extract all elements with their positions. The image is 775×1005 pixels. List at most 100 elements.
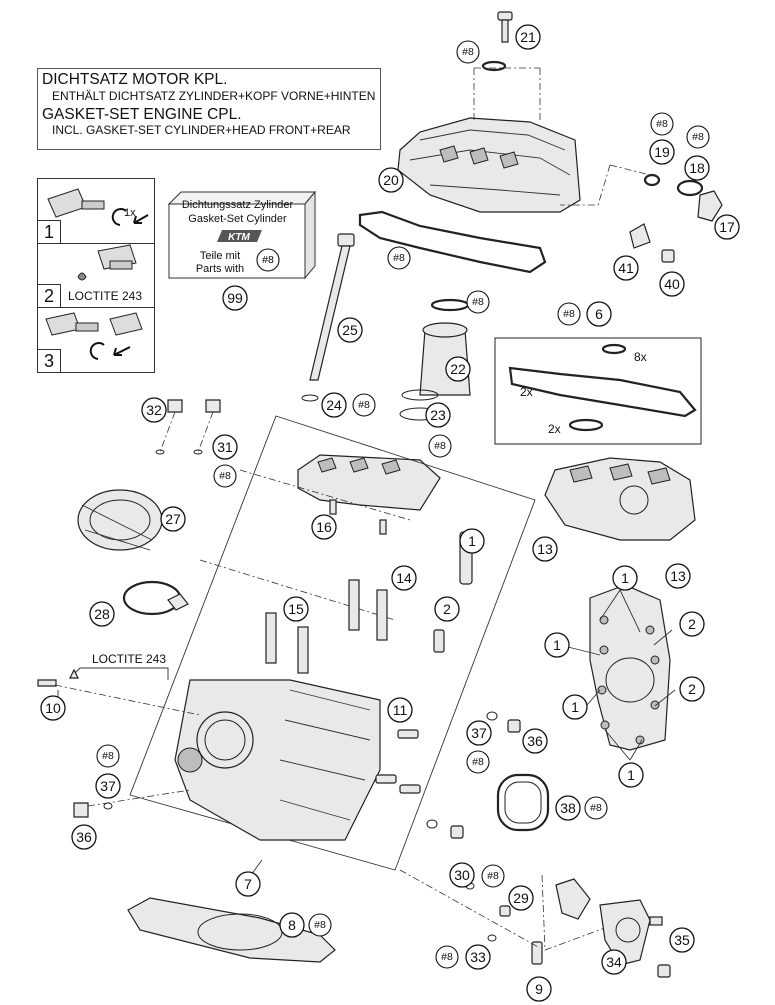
callout-38[interactable]: 38	[555, 795, 581, 821]
callout-7[interactable]: 7	[235, 871, 261, 897]
callout-23[interactable]: 23	[425, 402, 451, 428]
kit-ref-l[interactable]: #8	[584, 796, 608, 820]
loctite-label: LOCTITE 243	[92, 652, 166, 666]
qty-8x: 8x	[634, 350, 647, 364]
kit-ref-d[interactable]: #8	[387, 246, 411, 270]
callout-1a[interactable]: 1	[459, 528, 485, 554]
kit-ref-m[interactable]: #8	[481, 864, 505, 888]
svg-text:#8: #8	[656, 118, 668, 130]
svg-text:7: 7	[244, 876, 252, 892]
callout-9[interactable]: 9	[526, 976, 552, 1002]
svg-text:23: 23	[430, 407, 446, 423]
callout-1c[interactable]: 1	[544, 632, 570, 658]
callout-1b[interactable]: 1	[612, 565, 638, 591]
svg-text:16: 16	[316, 519, 332, 535]
callout-13b[interactable]: 13	[665, 563, 691, 589]
svg-text:40: 40	[664, 276, 680, 292]
callout-22[interactable]: 22	[445, 356, 471, 382]
kit-ref-f[interactable]: #8	[557, 302, 581, 326]
step-1-illustration	[47, 188, 149, 226]
callout-35[interactable]: 35	[669, 927, 695, 953]
callout-15[interactable]: 15	[283, 596, 309, 622]
qty-2x-gasket: 2x	[520, 385, 533, 399]
kit-ref-e[interactable]: #8	[466, 290, 490, 314]
callout-21[interactable]: 21	[515, 24, 541, 50]
svg-text:1: 1	[621, 570, 629, 586]
callout-30[interactable]: 30	[449, 862, 475, 888]
callout-2b[interactable]: 2	[679, 611, 705, 637]
callout-99[interactable]: 99	[222, 285, 248, 311]
callout-16[interactable]: 16	[311, 514, 337, 540]
callout-8[interactable]: 8	[279, 912, 305, 938]
callout-32[interactable]: 32	[141, 397, 167, 423]
svg-text:#8: #8	[692, 131, 704, 143]
kit-ref-n[interactable]: #8	[308, 913, 332, 937]
svg-text:6: 6	[595, 306, 603, 322]
rotate-arrow-icon	[89, 342, 105, 360]
title-de-main: DICHTSATZ MOTOR KPL.	[42, 71, 228, 88]
svg-text:#8: #8	[472, 756, 484, 768]
callout-18[interactable]: 18	[684, 155, 710, 181]
arrow-icon	[133, 214, 149, 224]
svg-text:#8: #8	[393, 252, 405, 264]
callout-37b[interactable]: 37	[95, 773, 121, 799]
callout-13a[interactable]: 13	[532, 536, 558, 562]
svg-text:2: 2	[688, 681, 696, 697]
callout-2c[interactable]: 2	[679, 676, 705, 702]
kit-ref-box[interactable]: #8	[255, 247, 281, 273]
callout-17[interactable]: 17	[714, 214, 740, 240]
svg-text:29: 29	[513, 890, 529, 906]
ktm-logo-icon: KTM	[217, 230, 262, 243]
callout-2a[interactable]: 2	[434, 596, 460, 622]
callout-25[interactable]: 25	[337, 317, 363, 343]
intake-flange	[77, 489, 189, 616]
callout-24[interactable]: 24	[321, 392, 347, 418]
step-2-illustration	[77, 244, 137, 281]
callout-34[interactable]: 34	[601, 949, 627, 975]
svg-text:13: 13	[537, 541, 553, 557]
callout-20[interactable]: 20	[378, 167, 404, 193]
title-en-sub: INCL. GASKET-SET CYLINDER+HEAD FRONT+REA…	[52, 123, 351, 137]
svg-text:15: 15	[288, 601, 304, 617]
kit-ref-h[interactable]: #8	[428, 434, 452, 458]
svg-text:#8: #8	[102, 750, 114, 762]
svg-text:18: 18	[689, 160, 705, 176]
callout-29[interactable]: 29	[508, 885, 534, 911]
callout-1d[interactable]: 1	[562, 694, 588, 720]
kit-ref-o[interactable]: #8	[435, 945, 459, 969]
svg-text:17: 17	[719, 219, 735, 235]
camshaft-carrier	[297, 454, 441, 535]
svg-text:20: 20	[383, 172, 399, 188]
callout-40[interactable]: 40	[659, 271, 685, 297]
callout-37a[interactable]: 37	[466, 720, 492, 746]
callout-27[interactable]: 27	[160, 506, 186, 532]
kit-ref-j[interactable]: #8	[466, 750, 490, 774]
callout-1e[interactable]: 1	[618, 762, 644, 788]
callout-28[interactable]: 28	[89, 601, 115, 627]
callout-6[interactable]: 6	[586, 301, 612, 327]
callout-36b[interactable]: 36	[71, 824, 97, 850]
assembly-steps-panel: 1x 1 LOCTITE 243 2 3	[37, 178, 155, 373]
kit-ref-a[interactable]: #8	[456, 40, 480, 64]
kit-ref-k[interactable]: #8	[96, 744, 120, 768]
kit-ref-c[interactable]: #8	[686, 125, 710, 149]
svg-text:9: 9	[535, 981, 543, 997]
svg-text:#8: #8	[487, 870, 499, 882]
callout-41[interactable]: 41	[613, 255, 639, 281]
kit-ref-g[interactable]: #8	[352, 393, 376, 417]
callout-36a[interactable]: 36	[522, 728, 548, 754]
kit-label-top: Dichtungssatz Zylinder Gasket-Set Cylind…	[181, 199, 294, 225]
svg-text:27: 27	[165, 511, 181, 527]
kit-ref-i[interactable]: #8	[213, 464, 237, 488]
svg-text:#8: #8	[262, 254, 274, 266]
callout-10[interactable]: 10	[40, 695, 66, 721]
kit-ref-b[interactable]: #8	[650, 112, 674, 136]
callout-14[interactable]: 14	[391, 565, 417, 591]
callout-33[interactable]: 33	[465, 944, 491, 970]
callout-31[interactable]: 31	[212, 434, 238, 460]
svg-text:99: 99	[227, 290, 243, 306]
kit-label-bottom: Teile mit Parts with	[195, 250, 245, 275]
step-2-note: LOCTITE 243	[68, 289, 143, 303]
callout-11[interactable]: 11	[387, 697, 413, 723]
callout-19[interactable]: 19	[649, 139, 675, 165]
